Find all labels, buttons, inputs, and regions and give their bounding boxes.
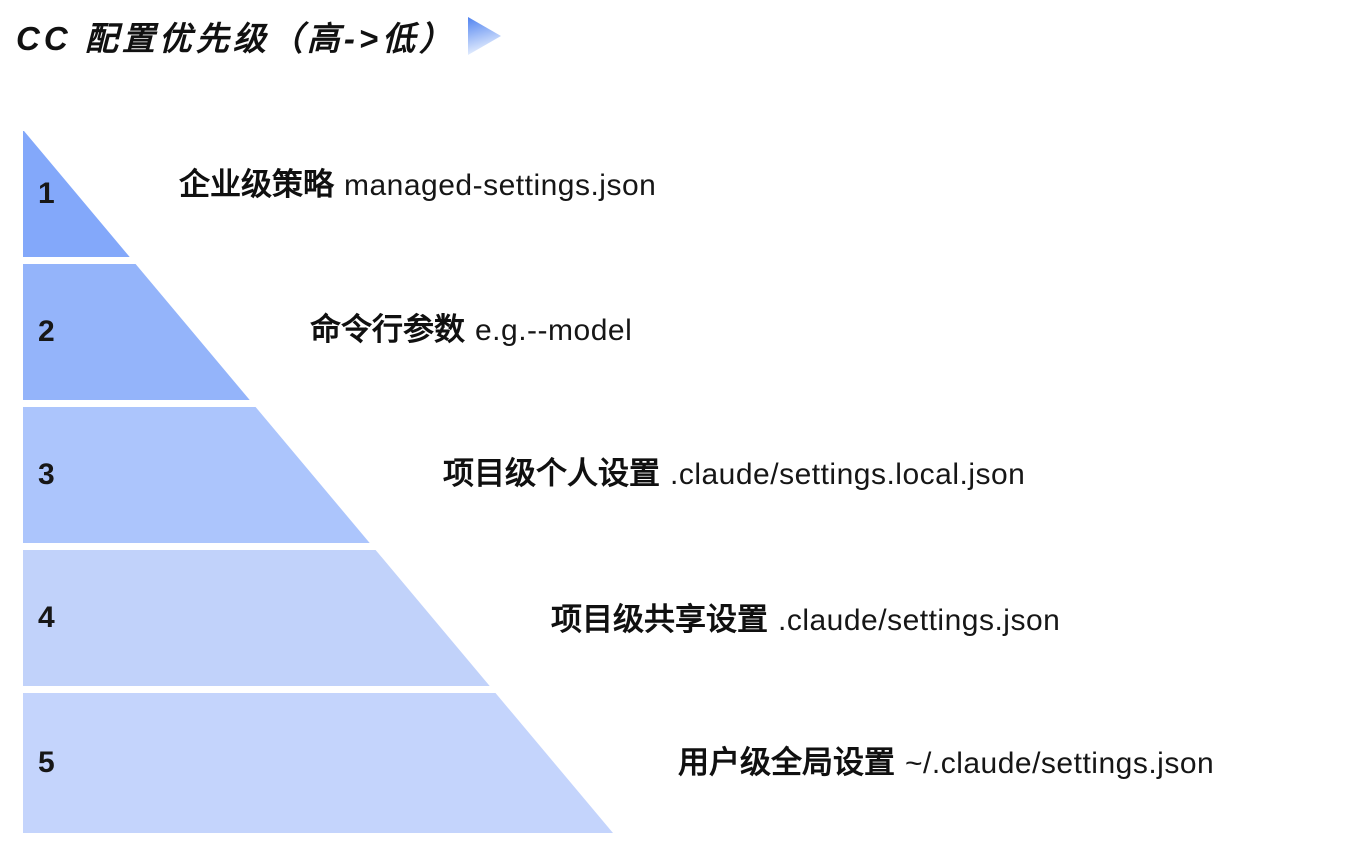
play-right-triangle-icon — [468, 17, 502, 55]
pyramid-level-5-shape — [23, 693, 613, 833]
pyramid-level-3-shape — [23, 407, 370, 543]
pyramid-level-1-shape — [23, 131, 130, 257]
page-title: CC 配置优先级（高->低） — [16, 20, 457, 57]
page-title-row: CC 配置优先级（高->低） — [16, 12, 502, 60]
pyramid-level-2-shape — [23, 264, 250, 400]
pyramid-level-4-shape — [23, 550, 490, 686]
